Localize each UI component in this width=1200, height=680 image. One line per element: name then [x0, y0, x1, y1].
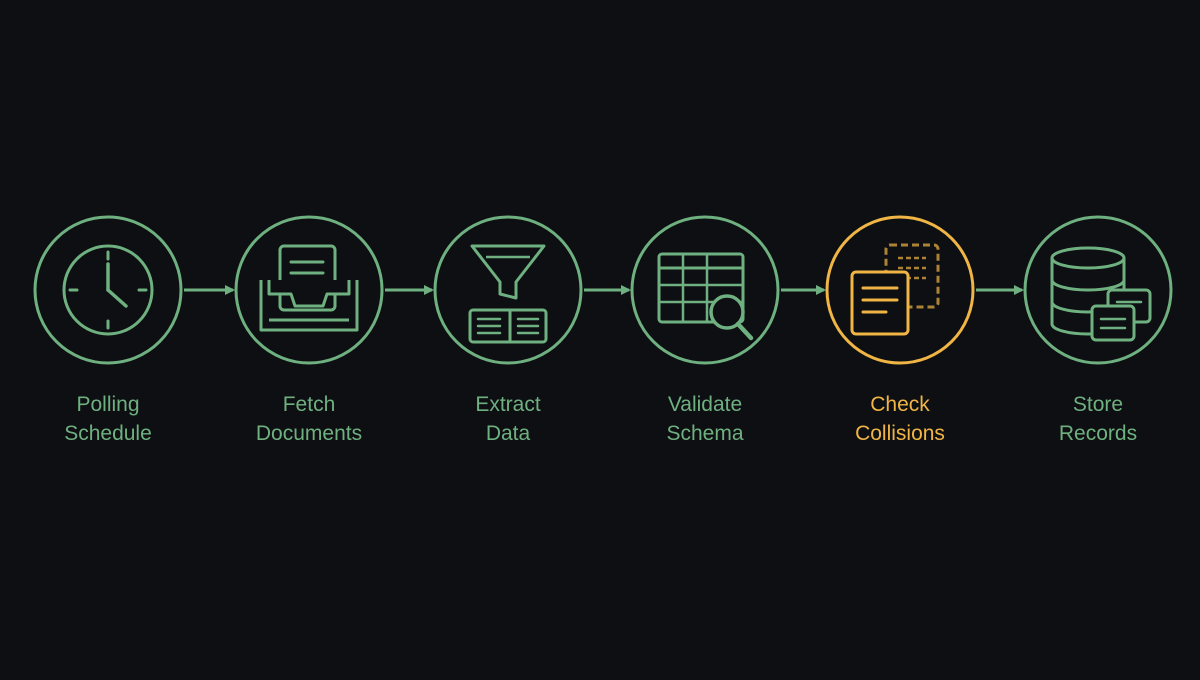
step-node-extract	[433, 215, 583, 365]
step-node-store	[1023, 215, 1173, 365]
step-label-store-line2: Records	[1058, 422, 1138, 445]
step-label-store-line1: Store	[1072, 393, 1124, 416]
step-circle-polling	[33, 215, 183, 365]
step-node-check	[825, 215, 975, 365]
step-label-validate-line1: Validate	[667, 393, 743, 416]
step-label-extract-line1: Extract	[475, 393, 541, 416]
step-label-fetch-line1: Fetch	[282, 393, 336, 416]
step-circle-fetch	[234, 215, 384, 365]
step-label-store: Store Records	[998, 390, 1198, 448]
step-node-polling	[33, 215, 183, 365]
step-label-check-line1: Check	[870, 393, 930, 416]
step-circle-extract	[433, 215, 583, 365]
duplicate-documents-icon	[850, 243, 940, 336]
step-node-validate	[630, 215, 780, 365]
step-circle-validate	[630, 215, 780, 365]
funnel-icon	[468, 244, 548, 344]
step-label-extract-line2: Data	[485, 422, 531, 445]
step-label-polling-line2: Schedule	[64, 422, 152, 445]
step-circle-store	[1023, 215, 1173, 365]
step-label-polling: Polling Schedule	[8, 390, 208, 448]
inbox-documents-icon	[259, 244, 359, 332]
step-label-fetch-line2: Documents	[255, 422, 363, 445]
step-label-check: Check Collisions	[800, 390, 1000, 448]
table-search-icon	[657, 252, 754, 341]
step-node-fetch	[234, 215, 384, 365]
step-label-check-line2: Collisions	[855, 422, 945, 445]
step-label-extract: Extract Data	[408, 390, 608, 448]
step-label-polling-line1: Polling	[76, 393, 140, 416]
step-label-fetch: Fetch Documents	[209, 390, 409, 448]
step-label-validate-line2: Schema	[666, 422, 744, 445]
clock-icon	[62, 244, 154, 336]
step-label-validate: Validate Schema	[605, 390, 805, 448]
database-icon	[1050, 246, 1152, 342]
step-circle-check	[825, 215, 975, 365]
